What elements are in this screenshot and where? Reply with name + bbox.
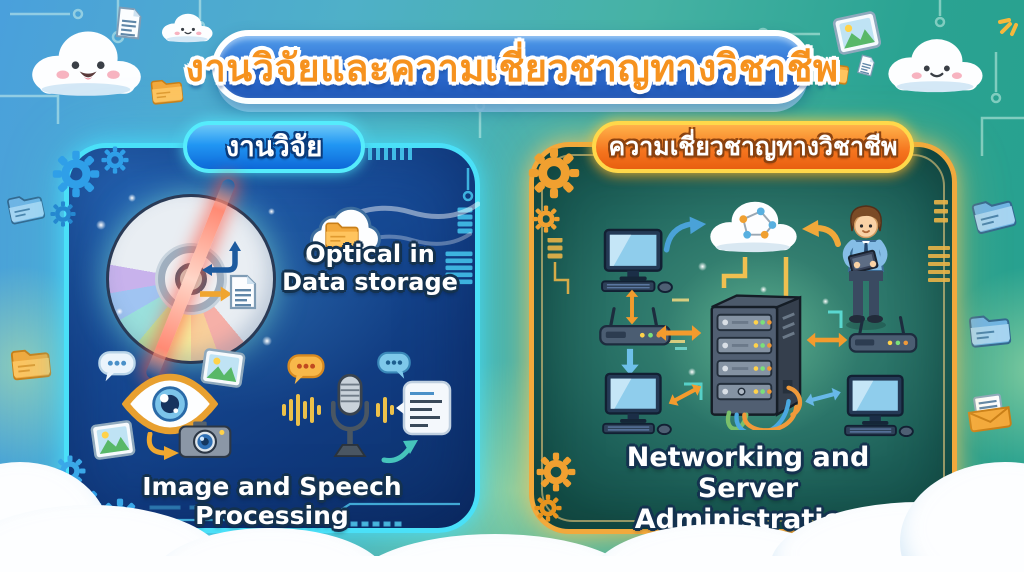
optical-label-line2: Data storage (282, 268, 458, 296)
research-header-pill: งานวิจัย (183, 121, 365, 173)
sparkle-icon (262, 336, 272, 346)
optical-label-line1: Optical in (305, 240, 435, 268)
smiling-cloud-icon (32, 31, 141, 96)
circuit-accent (547, 238, 570, 294)
curved-arrow-icon (146, 432, 179, 460)
speech-bubble-icon (377, 351, 411, 379)
bottom-cloud-base (0, 556, 1024, 572)
double-arrow-icon (806, 330, 848, 350)
optical-storage-label: Optical in Data storage (282, 240, 458, 296)
smiling-cloud-icon (882, 30, 988, 94)
curved-arrow-icon (381, 440, 418, 463)
desktop-computer-icon (840, 374, 918, 438)
gear-icon (50, 201, 76, 227)
envelope-icon (967, 393, 1012, 433)
sparkle-icon (268, 208, 275, 215)
title-banner: งานวิจัยและความเชี่ยวชาญทางวิชาชีพ (185, 30, 838, 104)
network-label-line1: Networking and (626, 442, 870, 473)
folder-icon (149, 75, 186, 106)
expertise-header: ความเชี่ยวชาญทางวิชาชีพ (608, 132, 898, 161)
research-header: งานวิจัย (225, 130, 323, 163)
sparkle-icon (96, 220, 106, 230)
speech-bubble-icon (98, 351, 136, 382)
desktop-computer-icon (598, 372, 676, 436)
sparkle-icon (998, 18, 1018, 36)
circuit-accent (445, 168, 474, 285)
arrow-right-icon (200, 286, 232, 302)
sound-wave-icon (282, 394, 321, 426)
circuit-accent (928, 200, 950, 282)
sparkle-icon (128, 194, 136, 202)
photo-icon (90, 419, 137, 460)
microphone-icon (330, 373, 370, 457)
wifi-router-icon (848, 314, 918, 356)
sparkle-icon (698, 262, 707, 271)
expertise-header-pill: ความเชี่ยวชาญทางวิชาชีพ (592, 121, 914, 173)
circuit-accent (368, 148, 412, 160)
sparkle-icon (116, 308, 123, 315)
page-title: งานวิจัยและความเชี่ยวชาญทางวิชาชีพ (185, 45, 839, 90)
cloud-folder-icon (310, 206, 381, 254)
gear-icon (52, 150, 100, 198)
gear-icon (101, 146, 129, 174)
sparkle-icon (822, 298, 829, 305)
sparkle-icon (760, 286, 767, 293)
transcript-bubble-icon (396, 380, 452, 436)
curved-arrow-icon (802, 220, 841, 247)
speech-bubble-icon (287, 354, 325, 385)
document-icon (228, 272, 258, 312)
eye-icon (122, 373, 218, 435)
bent-arrow-icon (202, 241, 241, 276)
it-admin-person-icon (842, 205, 888, 330)
processing-label-text: Image and Speech Processing (142, 472, 402, 530)
double-arrow-icon (656, 324, 702, 342)
sparkle-icon (305, 254, 313, 262)
sparkle-icon (688, 368, 696, 376)
camera-icon (178, 421, 232, 458)
folder-icon (966, 310, 1014, 350)
curved-arrow-icon (663, 216, 707, 253)
circuit-accent (110, 502, 460, 527)
server-tower-icon (710, 294, 803, 430)
network-cloud-icon (710, 201, 797, 253)
sound-wave-icon (376, 397, 394, 423)
folder-icon (8, 344, 53, 383)
image-speech-label: Image and Speech Processing (88, 472, 456, 530)
